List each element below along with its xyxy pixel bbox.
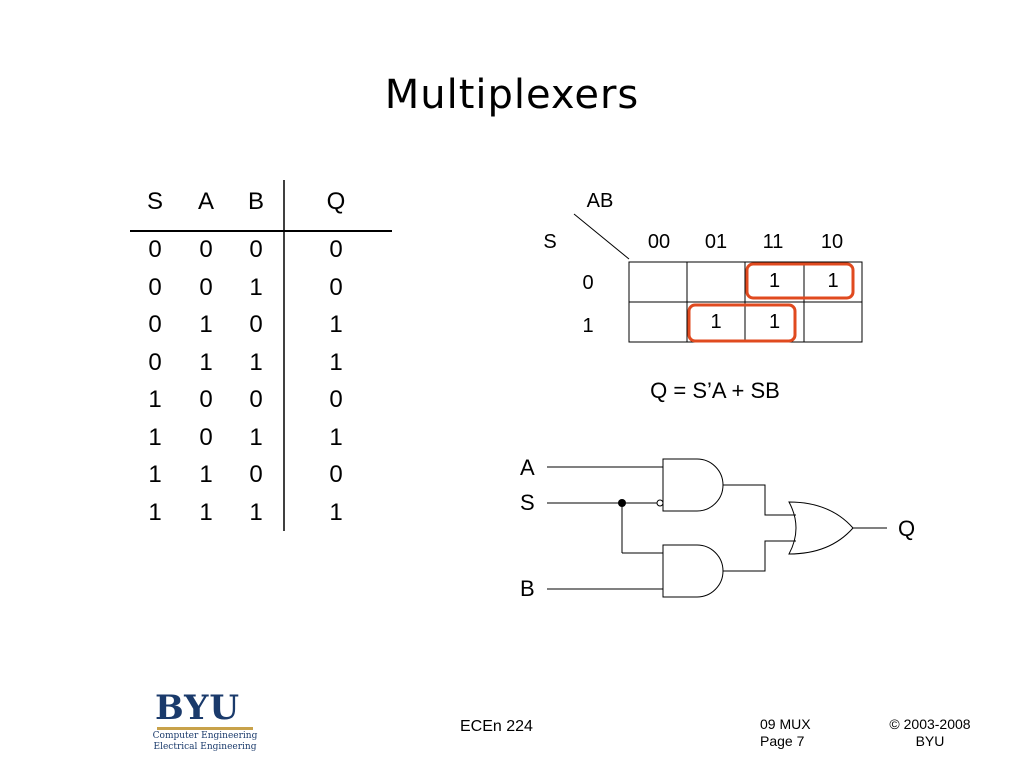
kmap-row-var: S xyxy=(543,231,557,253)
mux-circuit xyxy=(547,458,887,598)
tt-cell-r1-q: 0 xyxy=(329,273,343,301)
footer-course: ECEn 224 xyxy=(460,718,533,735)
logo-subtitle-computer: Computer Engineering xyxy=(152,731,258,741)
kmap-cell-r1-c1: 1 xyxy=(710,311,722,333)
byu-logo: BYU xyxy=(155,688,241,728)
kmap-col-var: AB xyxy=(586,190,614,212)
tt-cell-r1-a: 0 xyxy=(199,273,213,301)
tt-cell-r1-s: 0 xyxy=(148,273,162,301)
tt-cell-r6-b: 0 xyxy=(249,461,263,488)
circuit-output-q-label: Q xyxy=(898,516,916,541)
tt-cell-r2-s: 0 xyxy=(148,311,162,338)
tt-cell-r0-b: 0 xyxy=(249,236,263,263)
byu-logo-underline xyxy=(157,727,253,730)
tt-cell-r5-q: 1 xyxy=(329,423,343,451)
kmap-row-label-1: 1 xyxy=(582,315,594,337)
kmap-cell-r1-c2: 1 xyxy=(768,311,781,333)
wire-and1-out xyxy=(723,484,796,516)
circuit-input-a-label: A xyxy=(520,455,535,480)
logo-subtitle-electrical: Electrical Engineering xyxy=(153,742,257,752)
footer-copyright: © 2003-2008 xyxy=(889,716,971,732)
tt-cell-r7-s: 1 xyxy=(148,498,162,526)
tt-cell-r2-b: 0 xyxy=(249,311,263,338)
tt-header-a: A xyxy=(197,188,214,215)
inverter-bubble xyxy=(656,499,664,507)
tt-cell-r3-a: 1 xyxy=(199,348,213,376)
tt-cell-r1-b: 1 xyxy=(249,273,263,301)
kmap-col-label-01: 01 xyxy=(704,231,728,253)
junction-dot xyxy=(618,499,626,507)
tt-cell-r6-q: 0 xyxy=(329,461,343,488)
tt-header-s: S xyxy=(146,188,163,215)
tt-cell-r5-s: 1 xyxy=(148,423,162,451)
kmap-loop-s-b xyxy=(687,303,797,343)
tt-cell-r4-b: 0 xyxy=(249,386,263,413)
kmap-col-label-10: 10 xyxy=(820,231,844,253)
footer-org: BYU xyxy=(915,733,945,749)
tt-header-b: B xyxy=(247,188,264,215)
tt-cell-r4-q: 0 xyxy=(329,386,343,413)
tt-cell-r4-a: 0 xyxy=(199,386,213,413)
tt-cell-r2-a: 1 xyxy=(199,311,213,338)
tt-cell-r0-a: 0 xyxy=(199,236,213,263)
tt-cell-r2-q: 1 xyxy=(329,311,343,338)
and-gate-2 xyxy=(662,544,724,598)
and-gate-1 xyxy=(662,458,724,512)
kmap-loop-sprime-a xyxy=(745,262,855,300)
footer-page: Page 7 xyxy=(760,733,805,749)
tt-cell-r0-q: 0 xyxy=(329,236,343,263)
circuit-input-s-label: S xyxy=(520,490,535,515)
kmap-col-label-00: 00 xyxy=(647,231,671,253)
tt-header-q: Q xyxy=(326,188,346,215)
slide-title: Multiplexers xyxy=(384,72,640,118)
tt-cell-r5-b: 1 xyxy=(249,423,263,451)
circuit-input-b-label: B xyxy=(520,576,535,601)
tt-cell-r7-q: 1 xyxy=(329,498,343,526)
tt-cell-r3-s: 0 xyxy=(148,348,162,376)
kmap-equation: Q = S’A + SB xyxy=(650,378,780,403)
tt-cell-r6-s: 1 xyxy=(148,461,162,488)
kmap-col-label-11: 11 xyxy=(762,231,784,253)
tt-cell-r4-s: 1 xyxy=(148,386,162,413)
tt-cell-r7-a: 1 xyxy=(199,498,213,526)
kmap-row-label-0: 0 xyxy=(582,272,594,294)
tt-cell-r7-b: 1 xyxy=(249,498,263,526)
tt-cell-r3-b: 1 xyxy=(249,348,263,376)
kmap-cell-r0-c3: 1 xyxy=(827,270,839,292)
wire-and2-out xyxy=(723,540,796,572)
tt-cell-r3-q: 1 xyxy=(329,348,343,376)
tt-cell-r6-a: 1 xyxy=(199,461,213,488)
kmap-cell-r0-c2: 1 xyxy=(768,270,781,292)
or-gate xyxy=(788,501,854,555)
tt-cell-r5-a: 0 xyxy=(199,423,213,451)
footer-lecture: 09 MUX xyxy=(760,716,811,732)
tt-cell-r0-s: 0 xyxy=(148,236,162,263)
kmap-grid xyxy=(573,213,863,343)
